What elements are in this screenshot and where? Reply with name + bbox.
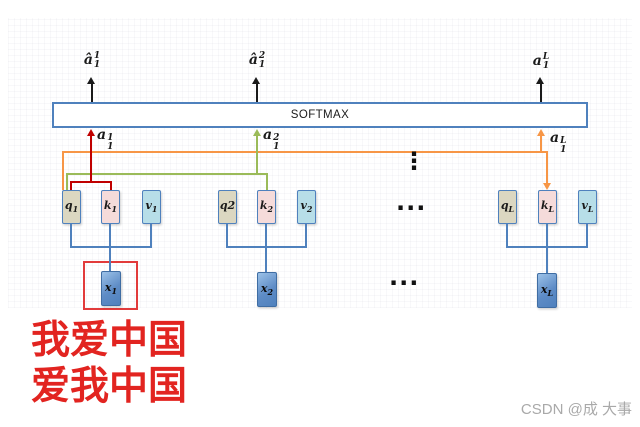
bottom-row-ellipsis: ...: [389, 263, 420, 291]
orange-down-arrowhead-icon: [543, 183, 551, 190]
green-connector-left-drop: [66, 174, 68, 190]
caption-line-2: 爱我中国: [31, 365, 188, 408]
xL-box: xL: [537, 273, 557, 308]
orange-score-arrow-line: [540, 135, 542, 152]
mid-row-ellipsis: ...: [396, 188, 427, 216]
x1-box: x1: [101, 271, 121, 306]
green-connector-right-drop: [266, 174, 268, 190]
output-arrow-L-head-icon: [536, 77, 544, 84]
watermark: CSDN @成 大事: [520, 401, 632, 418]
red-connector-horizontal: [70, 181, 112, 183]
output-arrow-1-head-icon: [87, 77, 95, 84]
tree1-bar: [70, 246, 152, 248]
orange-connector-right-drop: [546, 152, 548, 184]
red-connector-left-drop: [70, 182, 72, 190]
treeL-q-drop: [506, 224, 508, 248]
vL-box: vL: [578, 190, 597, 224]
x2-box: x2: [257, 272, 277, 307]
q2-box: q2: [218, 190, 237, 224]
tree2-v-drop: [305, 224, 307, 248]
orange-score-arrowhead-icon: [537, 129, 545, 136]
softmax-label: SOFTMAX: [290, 109, 350, 121]
red-connector-right-drop: [110, 182, 112, 190]
output-arrow-2-head-icon: [252, 77, 260, 84]
orange-connector-left-drop: [62, 152, 64, 190]
tree1-v-drop: [150, 224, 152, 248]
canvas-grid-texture: [8, 18, 632, 308]
tree1-q-drop: [70, 224, 72, 248]
vertical-ellipsis: ⋮: [402, 147, 426, 175]
v1-box: v1: [142, 190, 161, 224]
tree2-q-drop: [226, 224, 228, 248]
caption-text: 我爱中国 爱我中国: [31, 318, 187, 410]
caption-line-1: 我爱中国: [31, 319, 188, 362]
red-score-arrowhead-icon: [87, 129, 95, 136]
kL-box: kL: [538, 190, 557, 224]
tree2-center-drop: [265, 224, 267, 272]
treeL-v-drop: [586, 224, 588, 248]
softmax-box: SOFTMAX: [52, 102, 588, 128]
green-connector-horizontal: [66, 173, 268, 175]
green-score-arrowhead-icon: [253, 129, 261, 136]
tree1-center-drop: [109, 224, 111, 272]
treeL-center-drop: [546, 224, 548, 273]
green-score-arrow-line: [256, 135, 258, 174]
q1-box: q1: [62, 190, 81, 224]
k2-box: k2: [257, 190, 276, 224]
orange-connector-horizontal: [62, 151, 548, 153]
output-arrow-2-line: [256, 84, 258, 102]
qL-box: qL: [498, 190, 517, 224]
red-score-arrow-line: [90, 135, 92, 182]
output-arrow-1-line: [91, 84, 93, 102]
v2-box: v2: [297, 190, 316, 224]
k1-box: k1: [101, 190, 120, 224]
output-arrow-L-line: [540, 84, 542, 102]
